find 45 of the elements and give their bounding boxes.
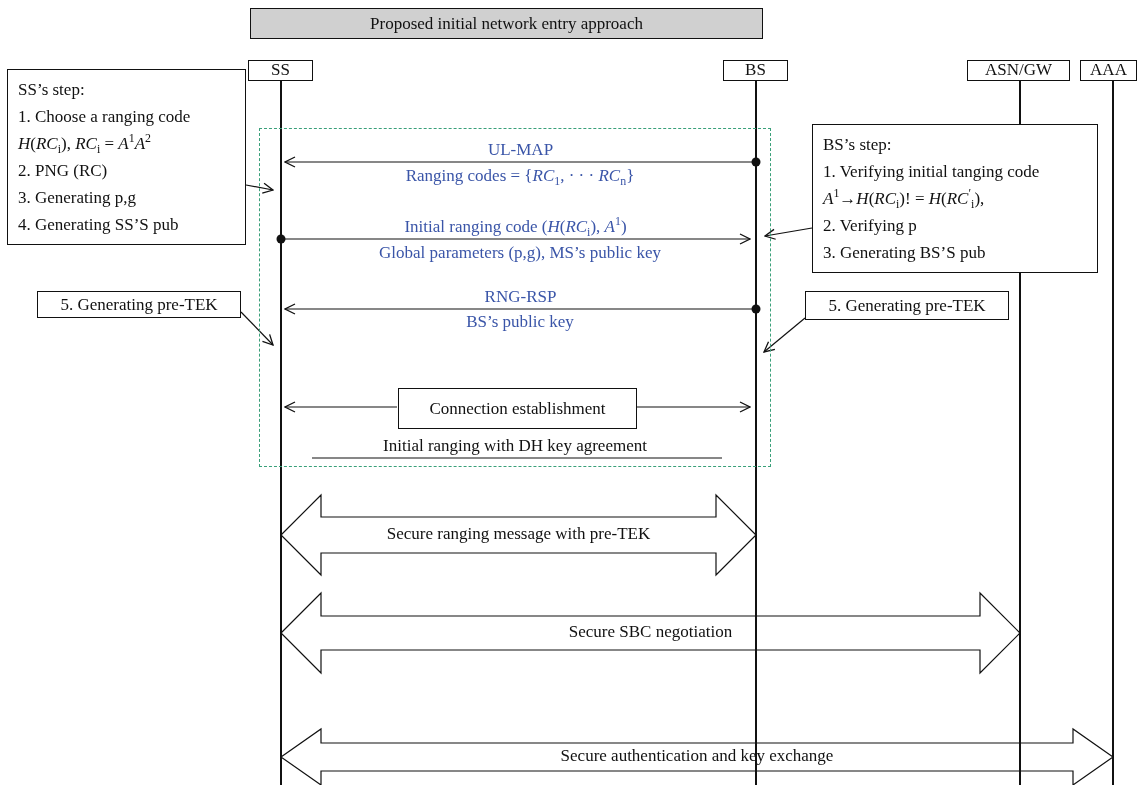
header-label: BS: [723, 60, 788, 81]
message-text: BS’s public key: [466, 312, 574, 332]
note-box: [7, 69, 246, 245]
leader-line: [245, 182, 274, 194]
block-arrow: [280, 591, 1021, 675]
heading-text: BS’s step:: [823, 134, 893, 156]
message-text: Ranging codes = {RC$_{1}$, · · · RC$_{n}$}: [405, 166, 635, 186]
edge-label: UL-MAP: [487, 140, 554, 160]
step-text: 2. Verifying p: [823, 215, 918, 237]
block-arrow: [280, 493, 757, 577]
step-text: 4. Generating SS’S pub: [18, 214, 180, 236]
title-box: Proposed initial network entry approach: [250, 8, 763, 39]
lifeline-header: [248, 60, 313, 785]
edge-label: Secure ranging message with pre-TEK: [386, 524, 651, 544]
header-label: SS: [248, 60, 313, 81]
edge-label: RNG-RSP: [484, 287, 557, 307]
step-text: 3. Generating p,g: [18, 187, 138, 209]
header-label: AAA: [1080, 60, 1137, 81]
note-box: 5. Generating pre-TEK: [805, 291, 1009, 320]
step-text: H(RC$_{i}$), RC$_{i}$ = A$^{1}$A$^{2}$: [18, 130, 152, 157]
message-text: Global parameters (p,g), MS’s public key: [379, 243, 661, 263]
arrow: [284, 401, 398, 413]
message-arrow: [276, 233, 751, 245]
note-box: [812, 124, 1098, 273]
leader-line: [763, 317, 806, 353]
arrow: [635, 401, 751, 413]
step-text: 3. Generating BS’S pub: [823, 242, 987, 264]
dashed-frame: [259, 128, 771, 467]
edge-label: Secure SBC negotiation: [568, 622, 733, 642]
heading-text: SS’s step:: [18, 79, 86, 101]
leader-line: [764, 227, 813, 240]
message-arrow: [284, 156, 761, 168]
lifeline-header: [1080, 60, 1137, 785]
message-arrow: [284, 303, 761, 315]
step-text: A$^{1}$→H(RC$_{i}$)! = H(RC$^{′}$$_{i}$),: [823, 185, 986, 212]
note-box: 5. Generating pre-TEK: [37, 291, 241, 318]
header-label: ASN/GW: [967, 60, 1070, 81]
process-box: Connection establishment: [398, 388, 637, 429]
block-arrow: [279, 727, 1115, 785]
step-text: 2. PNG (RC): [18, 160, 109, 182]
step-text: 1. Choose a ranging code: [18, 106, 192, 128]
frame-caption: Initial ranging with DH key agreement: [383, 436, 647, 456]
edge-label: Initial ranging code (H(RC$_{i}$), A$^{1}$): [404, 217, 627, 237]
step-text: 1. Verifying initial tanging code: [823, 161, 1041, 183]
leader-line: [240, 311, 274, 346]
